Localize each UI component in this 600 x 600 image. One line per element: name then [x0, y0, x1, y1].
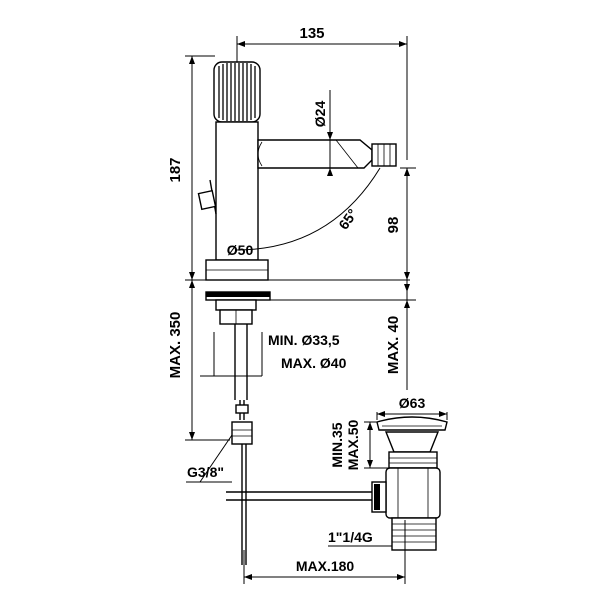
dimension-d63: Ø63 — [376, 395, 448, 420]
dimension-max-40: MAX. 40 — [270, 280, 416, 390]
dimension-187-label: 187 — [167, 157, 184, 182]
dimension-hole-max-label: MAX. Ø40 — [281, 355, 347, 371]
dimension-hole-min-label: MIN. Ø33,5 — [268, 332, 340, 348]
dimension-waste-height: MIN.35 MAX.50 — [329, 420, 390, 471]
dimension-g38: G3/8" — [186, 434, 233, 483]
dimension-187: 187 — [167, 55, 215, 281]
dimension-max-180-label: MAX.180 — [296, 558, 355, 574]
waste-valve — [226, 416, 448, 565]
faucet — [197, 61, 397, 565]
popup-lever — [197, 179, 217, 215]
dimension-hole: MIN. Ø33,5 MAX. Ø40 — [200, 332, 347, 377]
dimension-d50-label: Ø50 — [227, 242, 254, 258]
dimension-max-350-label: MAX. 350 — [167, 312, 184, 379]
knurled-handle — [213, 61, 261, 123]
dimension-waste-min-label: MIN.35 — [329, 422, 345, 467]
dimension-max-180: MAX.180 — [243, 520, 406, 584]
angle-65-label: 65° — [335, 206, 360, 233]
dimension-98-label: 98 — [385, 217, 402, 234]
dimension-135-label: 135 — [299, 25, 324, 42]
dimension-d63-label: Ø63 — [399, 395, 426, 411]
dimension-g38-label: G3/8" — [187, 464, 224, 480]
dimension-135: 135 — [236, 25, 408, 160]
dimension-d24: Ø24 — [312, 90, 333, 176]
dimension-waste-max-label: MAX.50 — [345, 420, 361, 471]
dimension-d24-label: Ø24 — [312, 101, 328, 128]
dimension-max-40-label: MAX. 40 — [385, 316, 402, 374]
dimension-waste-thread: 1"1/4G — [328, 529, 392, 547]
dimension-waste-thread-label: 1"1/4G — [328, 529, 373, 545]
dimension-max-350: MAX. 350 — [167, 280, 230, 441]
dimension-98: 98 — [385, 167, 416, 280]
